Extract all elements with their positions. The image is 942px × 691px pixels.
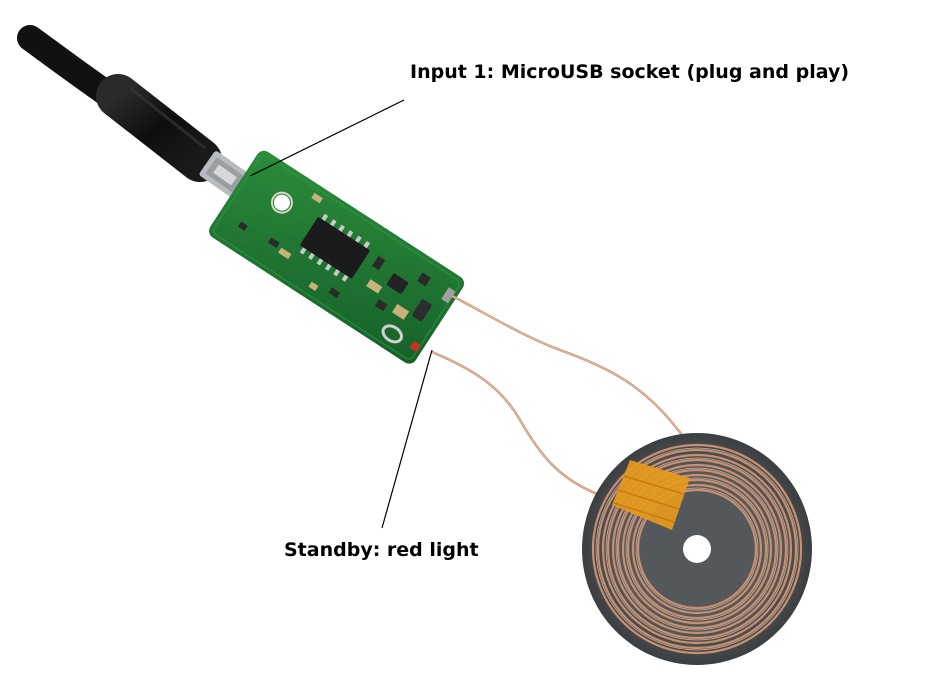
usb-cable <box>17 25 222 182</box>
callout-line-standby <box>381 349 433 529</box>
callout-line-input <box>249 99 405 177</box>
wireless-charger-pcb <box>209 150 464 364</box>
wireless-transmitter-coil <box>582 433 812 665</box>
callout-input-label: Input 1: MicroUSB socket (plug and play) <box>410 61 850 83</box>
smd-components <box>237 192 432 344</box>
ic-chip <box>299 213 371 282</box>
standby-led <box>409 340 421 352</box>
mounting-hole <box>273 194 290 211</box>
kapton-tape <box>612 460 690 530</box>
coil-center-hole <box>683 535 711 563</box>
callout-standby-label: Standby: red light <box>284 539 479 561</box>
